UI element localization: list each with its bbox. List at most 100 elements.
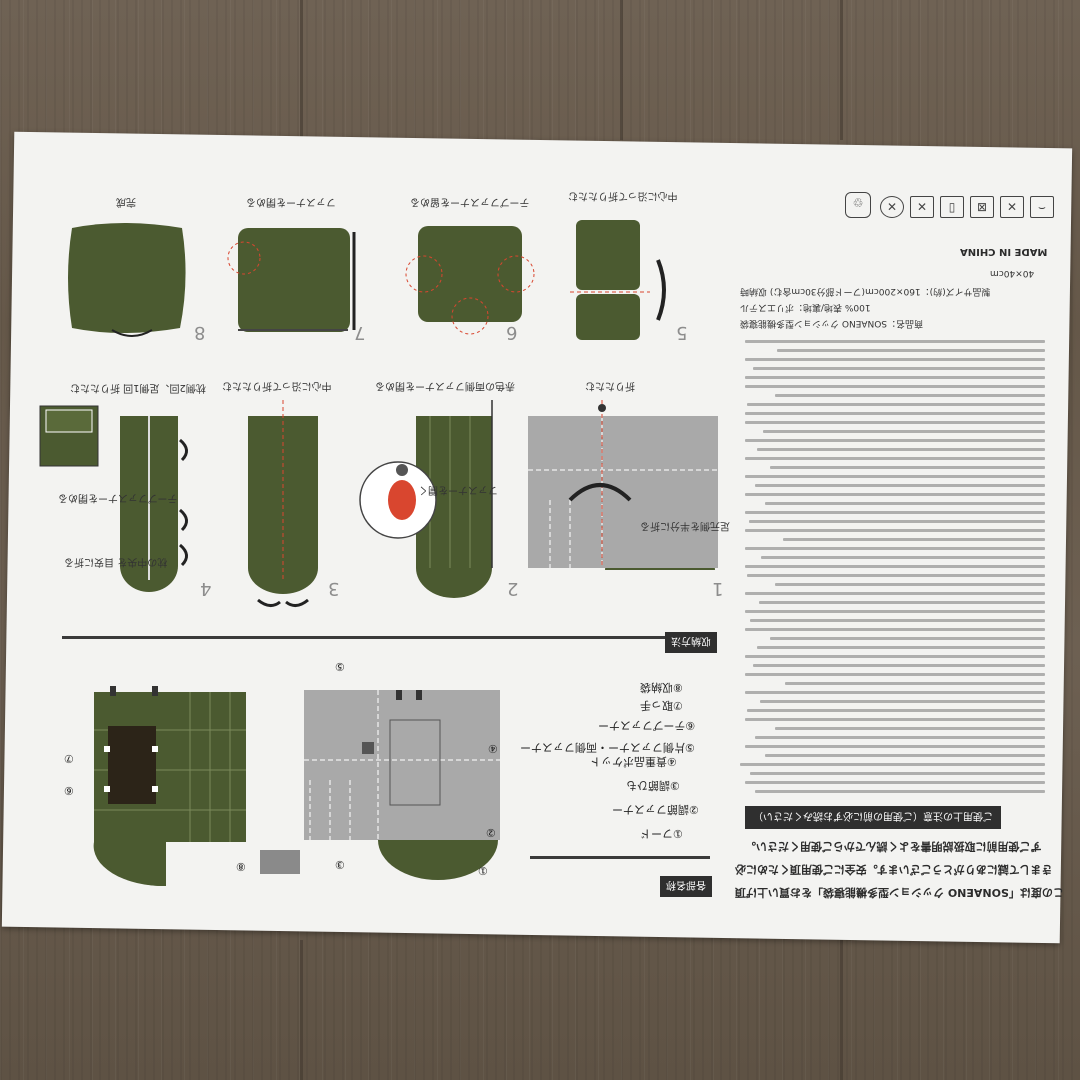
paragraph-text-line <box>783 538 1045 541</box>
no-iron-icon: ✕ <box>910 196 934 218</box>
paragraph-text-line <box>745 475 1045 478</box>
step-8-illustration <box>68 223 186 337</box>
paragraph-text-line <box>747 709 1045 712</box>
step-1-caption: 折りたたむ <box>585 380 635 391</box>
step-3-illustration <box>248 400 318 607</box>
paragraph-text-line <box>775 583 1045 586</box>
line-dry-icon: ▯ <box>940 196 964 218</box>
meta-spec: 製品サイズ(約)：160×200cm(フード部分30cm含む) 収納時 <box>740 286 991 296</box>
paragraph-text-line <box>760 700 1045 703</box>
step-number: 4 <box>200 578 212 599</box>
paragraph-text-line <box>749 520 1045 523</box>
intro-line-3: ずご使用前に取扱説明書をよく読んでからご使用ください。 <box>745 840 1042 853</box>
callout-marker: ② <box>486 826 496 839</box>
paragraph-text-line <box>745 493 1045 496</box>
step-8-caption: 完成 <box>116 196 136 207</box>
step-5-caption: 中心に沿って折りたたむ <box>568 190 678 201</box>
paragraph-text-line <box>747 574 1045 577</box>
paragraph-text-line <box>745 439 1045 442</box>
paragraph-text-line <box>765 754 1045 757</box>
parts-legend-item: ②調節ファスナー <box>612 803 699 816</box>
parts-legend-item: ⑥テープファスナー <box>598 719 696 732</box>
plank-seam <box>620 0 623 140</box>
storage-section-label: 収納方法 <box>665 632 717 653</box>
paragraph-text-line <box>745 547 1045 550</box>
step-2-sub-caption: ファスナーを開く <box>418 484 498 495</box>
paragraph-text-line <box>745 565 1045 568</box>
step-1-sub-caption: 足元側を半分に折る <box>640 520 730 531</box>
paragraph-text-line <box>757 646 1045 649</box>
plank-seam <box>300 0 303 140</box>
meta-material: 100% 表地/裏地：ポリエステル <box>740 302 871 312</box>
paragraph-text-line <box>761 556 1045 559</box>
callout-marker: ⑧ <box>236 860 246 873</box>
parts-diagram <box>93 686 500 887</box>
step-3-caption: 中心に沿って折りたたむ <box>222 380 332 391</box>
step-number: 8 <box>194 322 206 343</box>
step-7-caption: ファスナーを閉める <box>246 196 336 207</box>
paragraph-text-line <box>755 736 1045 739</box>
step-4-note: 枕の中央を 目安に折る <box>64 556 168 567</box>
step-4-caption: 枕側2回、足側1回 折りたたむ <box>70 382 206 393</box>
sleeping-bag-open-grey <box>304 690 500 880</box>
paragraph-text-line <box>755 484 1045 487</box>
paragraph-text-line <box>770 466 1045 469</box>
paragraph-text-line <box>770 637 1045 640</box>
step-4-illustration <box>39 405 188 592</box>
callout-marker: ① <box>478 864 488 877</box>
step-number: 3 <box>328 578 340 599</box>
parts-legend-item: ⑤片側ファスナー・両側ファスナー <box>520 741 695 754</box>
step-number: 7 <box>354 322 366 343</box>
plank-seam <box>840 940 843 1080</box>
paragraph-text-line <box>745 610 1045 613</box>
paragraph-text-line <box>745 340 1045 343</box>
paragraph-text-line <box>745 358 1045 361</box>
meta-name: 商品名：SONAENO クッション型多機能寝袋 <box>740 318 924 328</box>
paragraph-text-line <box>745 745 1045 748</box>
intro-line-2: きまして誠にありがとうございます。安全にご使用頂くために必 <box>735 863 1053 876</box>
callout-marker: ③ <box>335 858 345 871</box>
meta-size: 40×40cm <box>990 268 1035 278</box>
step-6-caption: テープファスナーを留める <box>410 196 530 207</box>
paragraph-text-line <box>745 376 1045 379</box>
step-2-caption: 赤色の両側ファスナーを閉める <box>375 380 515 391</box>
paragraph-text-line <box>750 619 1045 622</box>
paragraph-text-line <box>757 448 1045 451</box>
paragraph-text-line <box>755 790 1045 793</box>
paragraph-text-line <box>745 655 1045 658</box>
parts-section-rule <box>530 856 710 859</box>
callout-marker: ⑥ <box>64 784 74 797</box>
step-number: 6 <box>506 322 518 343</box>
paragraph-text-line <box>745 673 1045 676</box>
step-number: 5 <box>676 322 688 343</box>
paragraph-text-line <box>745 718 1045 721</box>
paragraph-text-line <box>753 367 1045 370</box>
parts-legend-item: ④貴重品ポケット <box>590 755 677 768</box>
parts-legend-item: ⑧収納袋 <box>640 681 683 694</box>
step-5-illustration <box>570 220 666 340</box>
step-2-illustration <box>359 400 493 598</box>
recycle-mark-icon: ♲ <box>845 192 871 218</box>
callout-marker: ④ <box>488 742 498 755</box>
paragraph-text-line <box>765 502 1045 505</box>
plank-seam <box>300 940 303 1080</box>
paragraph-text-line <box>745 511 1045 514</box>
paragraph-text-line <box>745 529 1045 532</box>
paragraph-text-line <box>753 664 1045 667</box>
paragraph-text-line <box>745 628 1045 631</box>
no-bleach-icon: ✕ <box>1000 196 1024 218</box>
step-number: 1 <box>712 578 724 599</box>
parts-legend-item: ①フード <box>640 827 683 840</box>
paragraph-text-line <box>745 691 1045 694</box>
storage-bag <box>260 850 300 874</box>
paragraph-text-line <box>747 403 1045 406</box>
paragraph-text-line <box>745 421 1045 424</box>
parts-section-label: 各部名称 <box>660 876 712 897</box>
step-1-illustration <box>528 400 718 570</box>
paragraph-text-line <box>750 772 1045 775</box>
parts-legend-item: ⑦取っ手 <box>640 699 683 712</box>
paragraph-text-line <box>775 727 1045 730</box>
storage-section-rule <box>62 636 712 639</box>
paragraph-text-line <box>745 385 1045 388</box>
